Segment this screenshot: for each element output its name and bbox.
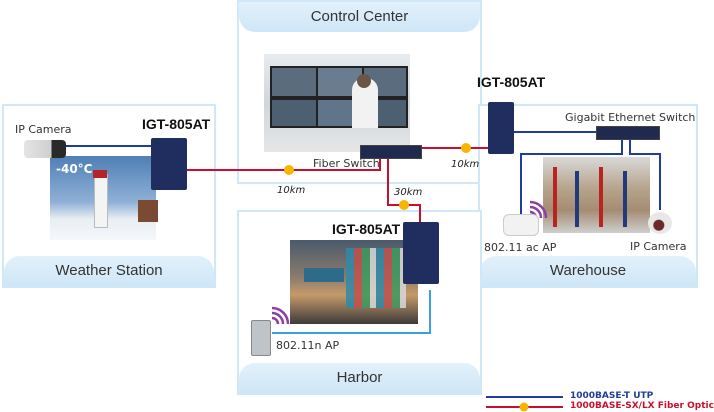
warehouse-dome-camera-icon [648, 212, 672, 234]
control-room-photo [264, 54, 410, 152]
warehouse-media-converter-icon [488, 102, 514, 154]
fiber-connector-icon [284, 165, 294, 175]
weather-ip-camera-icon [24, 140, 66, 158]
zone-label-warehouse: Warehouse [480, 256, 696, 286]
wifi-signal-icon [271, 306, 290, 325]
zone-label-control-center: Control Center [239, 2, 480, 32]
temperature-overlay: -40°C [56, 162, 93, 176]
fiber-switch-icon [360, 145, 422, 159]
utp-link-switch-ap [520, 140, 623, 216]
legend-fiber-connector-icon [519, 402, 529, 412]
fiber-connector-icon [461, 143, 471, 153]
harbor-photo [290, 240, 418, 324]
harbor-outdoor-ap-icon [251, 320, 271, 356]
warehouse-ip-camera-label: IP Camera [630, 240, 687, 253]
fiber-switch-label: Fiber Switch [313, 157, 380, 170]
harbor-media-converter-icon [403, 222, 439, 284]
weather-ip-camera-label: IP Camera [15, 123, 72, 136]
fiber-connector-icon [399, 200, 409, 210]
warehouse-ap-label: 802.11 ac AP [484, 241, 557, 254]
warehouse-photo [543, 157, 650, 233]
harbor-ap-label: 802.11n AP [276, 339, 340, 352]
legend-fiber-label: 1000BASE-SX/LX Fiber Optic [570, 401, 714, 411]
warehouse-converter-model: IGT-805AT [477, 74, 546, 90]
weather-media-converter-icon [151, 138, 187, 190]
warehouse-distance-label: 10km [451, 159, 480, 170]
weather-station-photo: -40°C [50, 156, 158, 240]
weather-distance-label: 10km [277, 185, 306, 196]
gigabit-switch-label: Gigabit Ethernet Switch [565, 111, 696, 124]
gigabit-switch-icon [596, 126, 660, 140]
weather-converter-model: IGT-805AT [142, 116, 211, 132]
warehouse-ap-icon [503, 214, 539, 236]
zone-label-harbor: Harbor [239, 363, 480, 393]
zone-label-weather-station: Weather Station [4, 256, 214, 286]
zone-weather-station: Weather Station [2, 104, 216, 288]
harbor-distance-label: 30km [394, 187, 423, 198]
utp-link-switch-camera [629, 140, 661, 210]
legend-utp-label: 1000BASE-T UTP [570, 391, 654, 401]
fiber-link-weather [186, 157, 381, 171]
harbor-converter-model: IGT-805AT [332, 221, 401, 237]
utp-link-harbor [272, 290, 431, 334]
